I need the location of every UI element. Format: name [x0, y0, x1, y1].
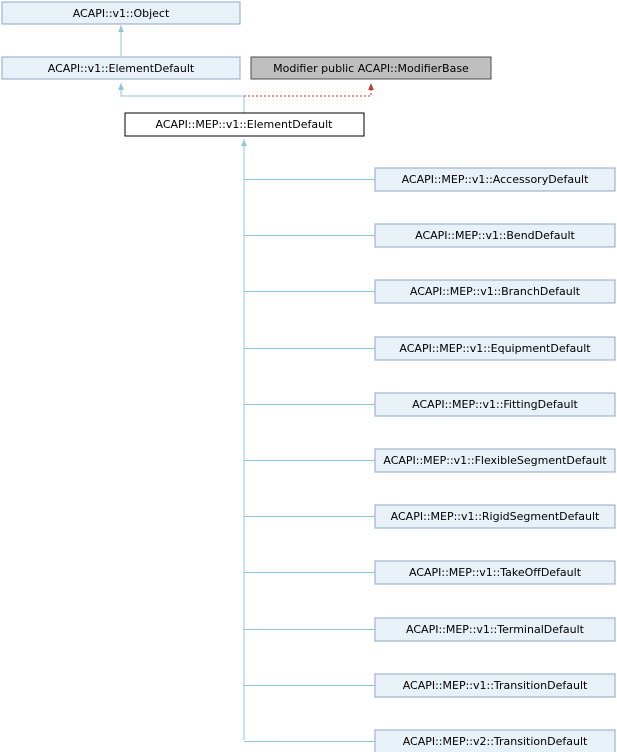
- node-mep-element-default-label: ACAPI::MEP::v1::ElementDefault: [156, 118, 334, 131]
- node-child-v1-accessorydefault[interactable]: ACAPI::MEP::v1::AccessoryDefault: [374, 167, 616, 192]
- node-child-v1-fittingdefault[interactable]: ACAPI::MEP::v1::FittingDefault: [374, 392, 616, 417]
- node-element-default-label: ACAPI::v1::ElementDefault: [48, 62, 195, 75]
- node-child-label: ACAPI::MEP::v1::EquipmentDefault: [399, 342, 591, 355]
- node-child-box: [374, 729, 616, 752]
- node-mep-element-default: ACAPI::MEP::v1::ElementDefault: [124, 112, 365, 137]
- node-child-label: ACAPI::MEP::v1::FittingDefault: [412, 398, 578, 411]
- child-branch-lines: [244, 179, 375, 742]
- node-element-default[interactable]: ACAPI::v1::ElementDefault: [1, 56, 241, 80]
- edge-mep-to-modifierbase: [244, 83, 374, 97]
- node-child-label: ACAPI::MEP::v1::FlexibleSegmentDefault: [383, 454, 607, 467]
- node-child-box: [374, 448, 616, 473]
- node-child-box: [374, 504, 616, 529]
- node-child-v1-rigidsegmentdefault[interactable]: ACAPI::MEP::v1::RigidSegmentDefault: [374, 504, 616, 529]
- edge-mep-to-elementdefault: [118, 83, 245, 113]
- node-child-label: ACAPI::MEP::v1::BranchDefault: [410, 285, 581, 298]
- node-child-box: [374, 336, 616, 361]
- node-child-label: ACAPI::MEP::v1::RigidSegmentDefault: [391, 510, 600, 523]
- node-child-box: [374, 617, 616, 642]
- node-object-label: ACAPI::v1::Object: [73, 7, 170, 20]
- node-child-v1-benddefault[interactable]: ACAPI::MEP::v1::BendDefault: [374, 223, 616, 248]
- node-child-box: [374, 392, 616, 417]
- node-child-label: ACAPI::MEP::v1::BendDefault: [415, 229, 575, 242]
- inheritance-edges: [118, 25, 375, 742]
- child-nodes: ACAPI::MEP::v1::AccessoryDefaultACAPI::M…: [374, 167, 616, 752]
- node-child-v1-equipmentdefault[interactable]: ACAPI::MEP::v1::EquipmentDefault: [374, 336, 616, 361]
- node-child-box: [374, 167, 616, 192]
- node-child-label: ACAPI::MEP::v1::TransitionDefault: [403, 679, 588, 692]
- node-child-v2-transitiondefault[interactable]: ACAPI::MEP::v2::TransitionDefault: [374, 729, 616, 752]
- node-child-v1-transitiondefault[interactable]: ACAPI::MEP::v1::TransitionDefault: [374, 673, 616, 698]
- node-child-box: [374, 223, 616, 248]
- node-object[interactable]: ACAPI::v1::Object: [1, 1, 241, 25]
- node-child-label: ACAPI::MEP::v1::TakeOffDefault: [409, 566, 582, 579]
- node-child-box: [374, 560, 616, 585]
- node-child-v1-takeoffdefault[interactable]: ACAPI::MEP::v1::TakeOffDefault: [374, 560, 616, 585]
- node-child-label: ACAPI::MEP::v1::AccessoryDefault: [402, 173, 590, 186]
- node-modifier-base-label: Modifier public ACAPI::ModifierBase: [273, 62, 469, 75]
- node-child-box: [374, 673, 616, 698]
- node-child-label: ACAPI::MEP::v1::TerminalDefault: [406, 623, 585, 636]
- node-child-v1-branchdefault[interactable]: ACAPI::MEP::v1::BranchDefault: [374, 279, 616, 304]
- node-child-box: [374, 279, 616, 304]
- node-child-v1-flexiblesegmentdefault[interactable]: ACAPI::MEP::v1::FlexibleSegmentDefault: [374, 448, 616, 473]
- node-child-v1-terminaldefault[interactable]: ACAPI::MEP::v1::TerminalDefault: [374, 617, 616, 642]
- node-modifier-base: Modifier public ACAPI::ModifierBase: [250, 56, 492, 80]
- node-child-label: ACAPI::MEP::v2::TransitionDefault: [403, 735, 588, 748]
